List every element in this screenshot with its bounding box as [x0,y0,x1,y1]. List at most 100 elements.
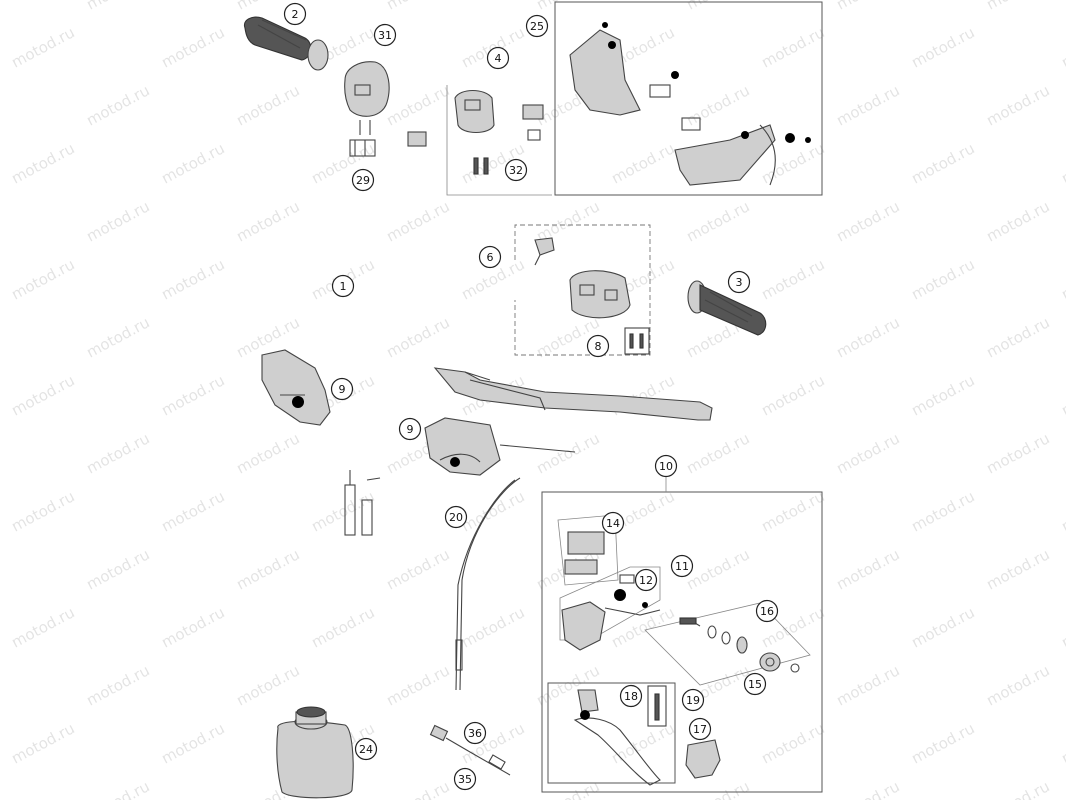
watermark-text: motod.ru [158,255,227,303]
watermark-text: motod.ru [383,545,452,593]
watermark-text: motod.ru [83,81,152,129]
callout-18: 18 [619,684,643,708]
watermark-text: motod.ru [1058,487,1066,535]
watermark-text: motod.ru [383,81,452,129]
callout-16: 16 [755,599,779,623]
watermark-text: motod.ru [833,0,902,14]
watermark-text: motod.ru [0,661,3,709]
svg-text:25: 25 [530,20,544,33]
watermark-text: motod.ru [533,429,602,477]
master-cylinder [561,589,661,651]
frame-group-25 [554,1,823,196]
watermark-text: motod.ru [758,23,827,71]
piston-16 [679,617,748,654]
switch-31 [344,61,390,135]
watermark-text: motod.ru [158,23,227,71]
watermark-text: motod.ru [983,81,1052,129]
frame-group-4 [446,85,552,196]
watermark-text: motod.ru [233,545,302,593]
watermark-text: motod.ru [83,429,152,477]
svg-text:3: 3 [736,276,743,289]
handguard-right [424,417,576,476]
watermark-text: motod.ru [383,777,452,800]
svg-text:14: 14 [606,517,620,530]
watermark-text: motod.ru [158,719,227,767]
watermark-text: motod.ru [758,255,827,303]
svg-text:29: 29 [356,174,370,187]
hose-fittings [344,470,381,536]
svg-text:10: 10 [659,460,673,473]
watermark-text: motod.ru [0,777,3,800]
callout-12: 12 [634,568,658,592]
watermark-text: motod.ru [908,23,977,71]
watermark-text: motod.ru [158,371,227,419]
watermark-text: motod.ru [0,313,3,361]
svg-text:4: 4 [495,52,502,65]
svg-text:16: 16 [760,605,774,618]
frame-group-11 [559,566,661,641]
svg-text:35: 35 [458,773,472,786]
screws-8 [624,327,650,355]
watermark-text: motod.ru [83,0,152,14]
watermark-text: motod.ru [908,603,977,651]
watermark-text: motod.ru [983,197,1052,245]
watermark-text: motod.ru [383,313,452,361]
watermark-text: motod.ru [458,603,527,651]
svg-text:2: 2 [292,8,299,21]
watermark-text: motod.ru [8,371,77,419]
connector-29 [349,131,427,157]
callout-25: 25 [525,14,549,38]
watermark-text: motod.ru [383,0,452,14]
svg-text:9: 9 [339,383,346,396]
watermark-text: motod.ru [683,429,752,477]
frame-group-6 [514,224,651,356]
callout-14: 14 [601,511,625,535]
callout-19: 19 [681,688,705,712]
watermark-text: motod.ru [458,487,527,535]
bracket-17 [685,739,721,779]
cable-20 [455,477,521,691]
callout-20: 20 [444,505,468,529]
watermark-text: motod.ru [683,197,752,245]
watermark-text: motod.ru [1058,603,1066,651]
watermark-text: motod.ru [83,661,152,709]
watermark-text: motod.ru [533,777,602,800]
watermark-text: motod.ru [0,429,3,477]
watermark-text: motod.ru [908,371,977,419]
watermark-text: motod.ru [833,313,902,361]
svg-text:9: 9 [407,423,414,436]
callout-9-right: 9 [398,417,422,441]
watermark-text: motod.ru [83,545,152,593]
handguard-left [261,349,331,426]
watermark-text: motod.ru [233,81,302,129]
watermark-text: motod.ru [908,139,977,187]
svg-text:31: 31 [378,29,392,42]
callout-36: 36 [463,721,487,745]
screws-32 [473,157,489,175]
svg-text:32: 32 [509,164,523,177]
switch-36 [429,724,471,753]
watermark-text: motod.ru [233,429,302,477]
svg-text:24: 24 [359,743,373,756]
watermark-text: motod.ru [683,545,752,593]
watermark-text: motod.ru [158,139,227,187]
switch-6 [534,237,555,266]
svg-text:12: 12 [639,574,653,587]
watermark-text: motod.ru [8,255,77,303]
watermark-text: motod.ru [833,545,902,593]
watermark-text: motod.ru [833,197,902,245]
seal-15 [759,652,800,673]
callout-32: 32 [504,158,528,182]
watermark-text: motod.ru [758,719,827,767]
pivot-12 [619,574,648,608]
watermark-text: motod.ru [0,0,3,14]
watermark-text: motod.ru [158,487,227,535]
callout-24: 24 [354,737,378,761]
frame-group-16 [644,602,811,686]
watermark-text: motod.ru [233,661,302,709]
watermark-text: motod.ru [308,603,377,651]
watermark-text: motod.ru [833,81,902,129]
watermark-text: motod.ru [383,661,452,709]
watermark-text: motod.ru [683,81,752,129]
